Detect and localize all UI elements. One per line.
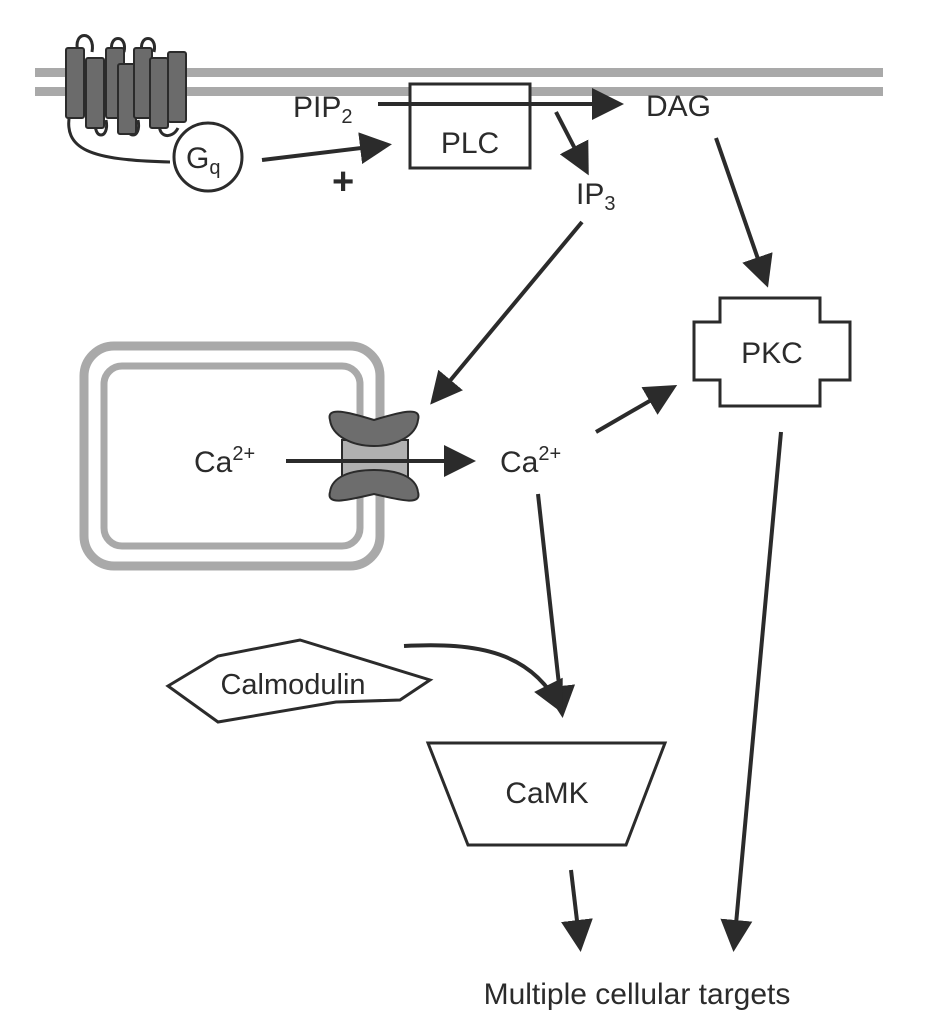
gq-subscript: q [209, 157, 220, 179]
gq-protein: Gq [172, 121, 244, 193]
pkc-enzyme: PKC [692, 296, 852, 408]
ip3-label: IP3 [576, 178, 615, 215]
arrow-camk-to-targets [561, 869, 593, 952]
ca-cytosol-label: Ca2+ [500, 443, 561, 479]
plc-label: PLC [441, 127, 499, 160]
activation-plus-sign: + [332, 161, 354, 203]
arrow-gq-to-plc [261, 132, 392, 165]
arrow-ca-to-camk [536, 493, 576, 718]
arrow-calmodulin-to-camk [403, 643, 563, 714]
pip2-label: PIP2 [293, 91, 352, 128]
arrow-ip3-to-channel [430, 220, 584, 405]
dag-label: DAG [646, 90, 711, 123]
plc-enzyme: PLC [408, 82, 532, 170]
calmodulin-label: Calmodulin [220, 669, 365, 701]
ip3-receptor-channel [328, 410, 420, 502]
pip2-subscript: 2 [341, 106, 352, 128]
camk-label: CaMK [505, 777, 588, 810]
gpcr-receptor [65, 34, 187, 164]
calmodulin-protein: Calmodulin [165, 638, 434, 724]
arrow-pkc-to-targets [720, 431, 783, 952]
ip3-subscript: 3 [604, 193, 615, 215]
arrow-dag-to-pkc [714, 137, 773, 288]
ca-er-superscript: 2+ [232, 443, 255, 465]
pkc-label: PKC [741, 337, 803, 370]
svg-text:Gq: Gq [186, 142, 220, 179]
ca-er-label: Ca2+ [194, 443, 255, 479]
cellular-targets-label: Multiple cellular targets [484, 978, 791, 1011]
arrow-plc-to-ip3 [554, 111, 589, 176]
camk-enzyme: CaMK [425, 741, 668, 847]
arrow-ca-to-pkc [594, 384, 678, 434]
ca-cytosol-superscript: 2+ [538, 443, 561, 465]
gq-label: G [186, 142, 209, 175]
